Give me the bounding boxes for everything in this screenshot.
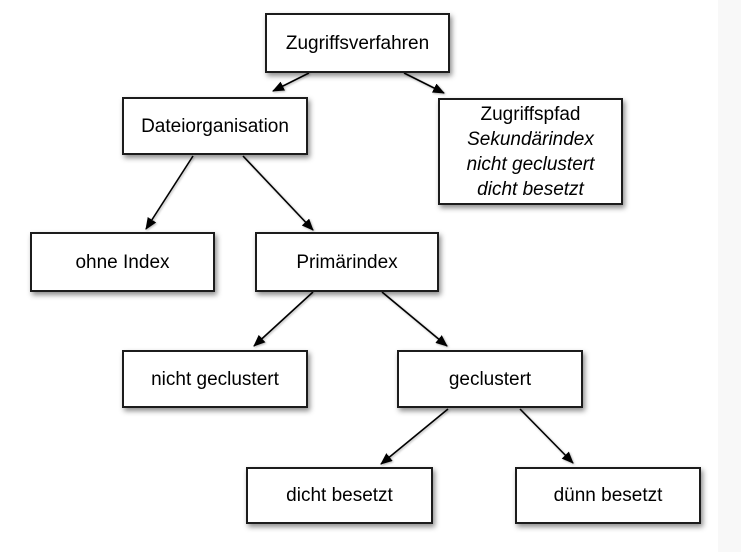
node-dicht-besetzt: dicht besetzt xyxy=(246,467,433,524)
node-dateiorganisation-label: Dateiorganisation xyxy=(141,115,289,137)
node-nicht-geclustert: nicht geclustert xyxy=(122,350,308,408)
node-nicht-geclustert-label: nicht geclustert xyxy=(151,368,279,390)
node-dicht-besetzt-label: dicht besetzt xyxy=(286,485,393,506)
edge-arrow-geclustert-dicht-besetzt xyxy=(380,408,449,465)
node-dateiorganisation: Dateiorganisation xyxy=(122,97,308,155)
node-zugriffspfad: Zugriffspfad Sekundärindex nicht geclust… xyxy=(438,98,623,205)
edge-arrow-zugriffsverfahren-zugriffspfad xyxy=(403,72,445,94)
right-edge-band xyxy=(718,0,741,552)
edge-arrow-dateiorganisation-ohne-index xyxy=(145,155,194,230)
node-zugriffspfad-line3: nicht geclustert xyxy=(466,153,595,175)
node-zugriffsverfahren-label: Zugriffsverfahren xyxy=(285,32,430,54)
node-primaerindex: Primärindex xyxy=(255,232,439,292)
node-geclustert: geclustert xyxy=(397,350,583,408)
node-zugriffsverfahren: Zugriffsverfahren xyxy=(265,13,450,73)
node-primaerindex-label: Primärindex xyxy=(296,251,398,273)
node-geclustert-label: geclustert xyxy=(448,368,532,390)
edge-arrow-dateiorganisation-primaerindex xyxy=(242,155,314,231)
node-ohne-index-label: ohne Index xyxy=(75,251,170,273)
edge-arrow-primaerindex-nicht-geclustert xyxy=(253,291,314,347)
edge-arrow-zugriffsverfahren-dateiorganisation xyxy=(272,72,310,92)
node-zugriffspfad-line4: dicht besetzt xyxy=(477,178,584,200)
node-duenn-besetzt: dünn besetzt xyxy=(515,467,701,524)
node-zugriffspfad-line1: Zugriffspfad xyxy=(480,103,581,125)
edge-arrow-geclustert-duenn-besetzt xyxy=(519,408,574,464)
node-zugriffspfad-line2: Sekundärindex xyxy=(467,128,594,150)
node-duenn-besetzt-label: dünn besetzt xyxy=(553,485,663,506)
node-ohne-index: ohne Index xyxy=(30,232,215,292)
edge-arrow-primaerindex-geclustert xyxy=(381,291,448,347)
